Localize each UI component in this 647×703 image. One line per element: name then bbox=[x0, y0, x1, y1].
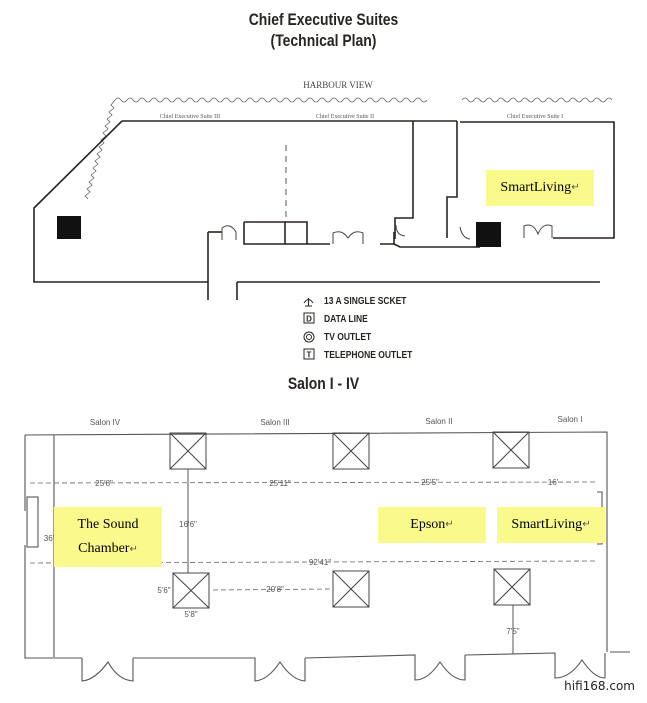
shoreline-left bbox=[114, 97, 428, 103]
plan-subtitle: (Technical Plan) bbox=[270, 31, 377, 50]
tag-text: SmartLiving bbox=[511, 517, 583, 532]
shoreline-right bbox=[461, 97, 613, 103]
suite-label-2: Chief Executive Suite II bbox=[316, 113, 374, 120]
dim-salon-2: 25'5" bbox=[421, 478, 439, 487]
data-line-icon: D bbox=[303, 312, 315, 324]
svg-text:D: D bbox=[306, 315, 312, 324]
plan-title: Chief Executive Suites bbox=[248, 10, 399, 29]
legend-telephone-label: TELEPHONE OUTLET bbox=[324, 350, 413, 361]
salon-label-2: Salon II bbox=[425, 417, 452, 426]
upper-doors bbox=[221, 224, 553, 244]
dim-bottom: 7'5" bbox=[506, 627, 519, 636]
dimension-ticks bbox=[187, 469, 514, 654]
dim-left-width: 36' bbox=[44, 534, 55, 543]
harbour-view-label: HARBOUR VIEW bbox=[303, 80, 373, 90]
dim-gap: 20'8" bbox=[266, 585, 284, 594]
salon-label-4: Salon IV bbox=[90, 418, 121, 427]
shoreline-diagonal bbox=[84, 99, 116, 200]
return-mark-icon: ↵ bbox=[129, 543, 138, 555]
suite-label-1: Chief Executive Suite I bbox=[507, 113, 563, 120]
dim-salon-1: 16' bbox=[548, 478, 559, 487]
dim-salon-4: 25'8" bbox=[95, 479, 113, 488]
suite-label-3: Chief Executive Suite III bbox=[160, 113, 220, 120]
dim-pillar-height: 5'6" bbox=[157, 586, 170, 595]
tag-text: SmartLiving bbox=[500, 180, 572, 195]
return-mark-icon: ↵ bbox=[582, 519, 591, 530]
tag-text: Epson bbox=[410, 517, 446, 532]
salon-label-3: Salon III bbox=[260, 418, 289, 427]
salon-label-1: Salon I bbox=[558, 415, 583, 424]
tag-smartliving-upper: SmartLiving↵ bbox=[486, 170, 594, 206]
dim-height: 16'6" bbox=[179, 520, 197, 529]
dim-total: 92'41" bbox=[309, 558, 331, 567]
dim-pillar-width: 5'8" bbox=[184, 610, 197, 619]
salon-pillars bbox=[169, 431, 531, 609]
tag-text-line2: Chamber bbox=[78, 540, 130, 556]
watermark: hifi168.com bbox=[564, 679, 635, 693]
return-mark-icon: ↵ bbox=[445, 519, 454, 530]
telephone-outlet-icon: T bbox=[303, 348, 315, 360]
return-mark-icon: ↵ bbox=[571, 182, 580, 193]
socket-icon bbox=[303, 298, 314, 307]
tag-text-line1: The Sound bbox=[77, 516, 139, 532]
tag-epson: Epson↵ bbox=[378, 507, 486, 543]
pillar-block-right bbox=[476, 222, 501, 247]
dim-salon-3: 25'11" bbox=[269, 479, 291, 488]
legend-socket-label: 13 A SINGLE SCKET bbox=[324, 296, 407, 307]
salon-title: Salon I - IV bbox=[287, 374, 360, 393]
tag-smartliving-lower: SmartLiving↵ bbox=[497, 507, 605, 543]
tag-sound-chamber: The Sound Chamber↵ bbox=[54, 507, 162, 567]
pillar-block-left bbox=[57, 216, 81, 239]
legend-data-line-label: DATA LINE bbox=[324, 314, 368, 325]
tv-outlet-icon bbox=[303, 331, 315, 343]
svg-text:T: T bbox=[307, 351, 312, 360]
upper-plan-walls bbox=[33, 120, 615, 300]
legend-tv-outlet-label: TV OUTLET bbox=[324, 332, 372, 343]
dimension-lines bbox=[29, 481, 598, 591]
